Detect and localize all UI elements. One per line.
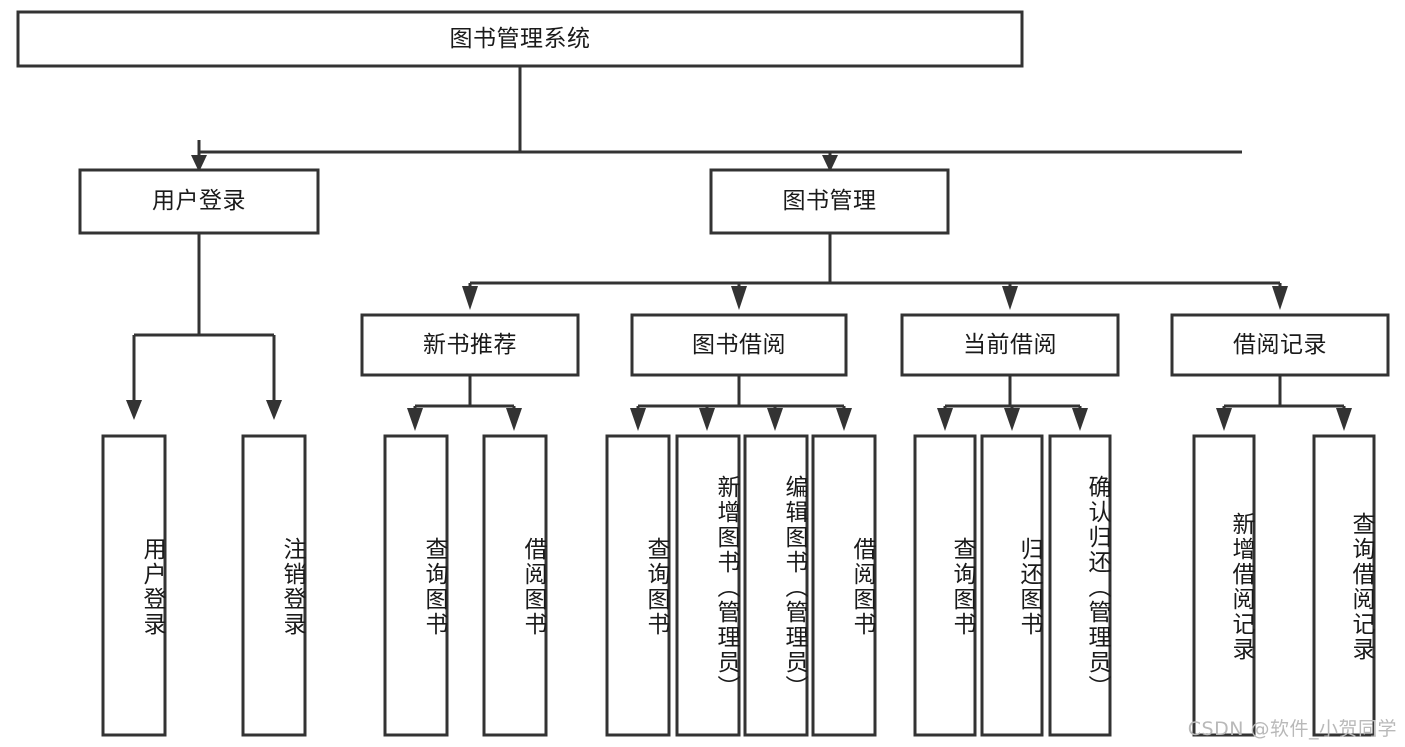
node-current-borrow[interactable] (900, 313, 1120, 377)
leaf-book-borrow-3[interactable] (811, 434, 877, 737)
leaf-book-borrow-2-label: 编辑图书（管理员） (781, 474, 807, 700)
leaf-book-borrow-3-label: 借阅图书 (849, 537, 875, 637)
connector-newbook-to-leaves (407, 375, 522, 431)
node-book-borrow[interactable] (630, 313, 848, 377)
leaf-book-borrow-1[interactable] (675, 434, 741, 737)
leaf-current-borrow-0-label: 查询图书 (949, 537, 975, 637)
leaf-user-login-1-label: 注销登录 (279, 537, 305, 637)
leaf-new-book-0[interactable] (383, 434, 449, 737)
leaf-borrow-record-0[interactable] (1192, 434, 1256, 737)
node-new-book-recommend[interactable] (360, 313, 580, 377)
node-borrow-record-label: 借阅记录 (1233, 331, 1327, 358)
leaf-borrow-record-0-label: 新增借阅记录 (1228, 512, 1254, 662)
leaf-new-book-1[interactable] (482, 434, 548, 737)
node-book-management[interactable] (709, 168, 950, 235)
node-new-book-recommend-label: 新书推荐 (423, 331, 517, 358)
leaf-book-borrow-0[interactable] (605, 434, 671, 737)
connector-borrowrecord-to-leaves (1216, 375, 1352, 431)
leaf-book-borrow-1-label: 新增图书（管理员） (713, 474, 739, 700)
leaf-new-book-1-label: 借阅图书 (520, 537, 546, 637)
leaf-borrow-record-1-label: 查询借阅记录 (1348, 512, 1374, 662)
leaf-current-borrow-2[interactable] (1048, 434, 1112, 737)
leaf-new-book-0-label: 查询图书 (421, 537, 447, 637)
leaf-user-login-0-label: 用户登录 (139, 537, 165, 637)
watermark: CSDN @软件_小贺同学 (1187, 718, 1397, 740)
connector-bookborrow-to-leaves (630, 375, 852, 431)
node-book-borrow-label: 图书借阅 (692, 331, 786, 358)
leaf-user-login-0[interactable] (101, 434, 167, 737)
connector-bookmgmt-to-level3 (462, 233, 1288, 310)
leaf-user-login-1[interactable] (241, 434, 307, 737)
leaf-book-borrow-2[interactable] (743, 434, 809, 737)
connector-root-to-level2 (191, 66, 1242, 172)
connector-currentborrow-to-leaves (937, 375, 1088, 431)
node-user-login-label: 用户登录 (152, 188, 246, 215)
leaf-borrow-record-1[interactable] (1312, 434, 1376, 737)
node-user-login[interactable] (78, 168, 320, 235)
node-current-borrow-label: 当前借阅 (963, 331, 1057, 358)
leaf-current-borrow-0[interactable] (913, 434, 977, 737)
leaf-book-borrow-0-label: 查询图书 (643, 537, 669, 637)
node-root-label: 图书管理系统 (449, 25, 591, 52)
connector-userlogin-to-leaves (126, 233, 282, 420)
node-root[interactable] (16, 10, 1024, 68)
leaf-current-borrow-1[interactable] (980, 434, 1044, 737)
leaf-current-borrow-1-label: 归还图书 (1016, 537, 1042, 637)
node-borrow-record[interactable] (1170, 313, 1390, 377)
leaf-current-borrow-2-label: 确认归还（管理员） (1084, 474, 1110, 700)
node-book-management-label: 图书管理 (782, 188, 877, 215)
